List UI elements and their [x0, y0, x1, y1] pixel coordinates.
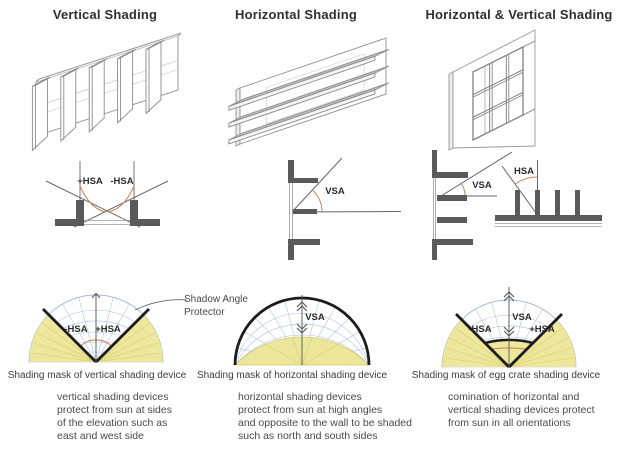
vertical-shading-mask-protractor: -HSA +HSA [28, 292, 188, 363]
wall-and-louvers [432, 150, 473, 260]
description-line: vertical shading devices protect [448, 404, 595, 416]
wall-and-fins [55, 200, 160, 226]
minus-hsa-label: -HSA [468, 324, 491, 335]
vsa-label: VSA [512, 312, 532, 323]
description-line: protect from sun at high angles [238, 404, 383, 416]
vsa-measure-arrows [296, 301, 308, 334]
sun-ray-line [73, 180, 169, 228]
description-line: comination of horizontal and [448, 391, 580, 403]
mask-caption-egg-crate: Shading mask of egg crate shading device [411, 370, 601, 381]
mask-cutoff-lines [455, 313, 563, 368]
hsa-angle-arc [79, 185, 107, 213]
sun-ray-line [291, 157, 343, 213]
wall-and-louvers [288, 160, 320, 260]
description-line: such as north and south sides [238, 430, 378, 442]
vsa-label: VSA [325, 186, 345, 197]
minus-hsa-label: -HSA [64, 324, 87, 335]
arrow-up-icon [91, 292, 101, 299]
wall-and-fins [495, 190, 602, 221]
egg-crate-section-plan-diagram: VSA HSA [432, 150, 602, 260]
vertical-shading-plan-diagram: +HSA -HSA [45, 161, 169, 228]
egg-crate-mask-protractor: -HSA VSA +HSA [441, 287, 577, 368]
hsa-angle-arc [514, 176, 538, 185]
egg-crate-description: comination of horizontal and vertical sh… [448, 391, 595, 430]
hsa-angle-arc [107, 185, 135, 213]
vsa-label: VSA [305, 312, 325, 323]
description-line: vertical shading devices [57, 391, 169, 403]
egg-crate-isometric [448, 29, 536, 151]
mask-caption-horizontal: Shading mask of horizontal shading devic… [196, 370, 388, 381]
horizontal-shading-isometric [228, 37, 390, 147]
description-line: protect from sun at sides [57, 404, 172, 416]
callout-line: Shadow Angle [184, 294, 248, 305]
callout-line: Protector [184, 306, 225, 318]
mask-cutoff-lines [42, 308, 150, 363]
description-line: east and west side [57, 430, 144, 442]
vertical-shading-description: vertical shading devices protect from su… [57, 391, 172, 443]
vertical-shading-isometric [31, 32, 182, 152]
vsa-angle-arc [460, 183, 466, 197]
horizontal-shading-description: horizontal shading devices protect from … [238, 391, 412, 443]
vsa-measure-arrows [503, 291, 515, 337]
description-line: horizontal shading devices [238, 391, 362, 403]
description-line: of the elevation such as [57, 417, 168, 429]
horizontal-louvers [228, 48, 390, 145]
description-line: and opposite to the wall to be shaded [238, 417, 412, 429]
callout-line [134, 299, 188, 311]
horizontal-shading-section-diagram: VSA [288, 157, 402, 260]
plus-hsa-label: +HSA [77, 176, 103, 187]
hsa-label: HSA [514, 166, 534, 177]
plus-hsa-label: +HSA [529, 324, 555, 335]
title-vertical-shading: Vertical Shading [52, 7, 158, 22]
minus-hsa-label: -HSA [110, 176, 133, 187]
horizontal-shading-mask-protractor: VSA [233, 295, 371, 366]
vertical-fins [31, 40, 165, 152]
plus-hsa-label: +HSA [95, 324, 121, 335]
sun-ray-line [440, 151, 513, 197]
shadow-angle-protractor-callout: Shadow Angle Protector [184, 294, 248, 319]
egg-crate-front-frame [472, 40, 536, 141]
title-horizontal-vertical-shading: Horizontal & Vertical Shading [425, 7, 613, 22]
mask-caption-vertical: Shading mask of vertical shading device [7, 370, 187, 381]
sun-ray-line [45, 180, 141, 228]
title-horizontal-shading: Horizontal Shading [234, 7, 358, 22]
description-line: from sun in all orientations [448, 417, 571, 429]
vsa-label: VSA [472, 180, 492, 191]
vsa-angle-arc [312, 189, 323, 213]
